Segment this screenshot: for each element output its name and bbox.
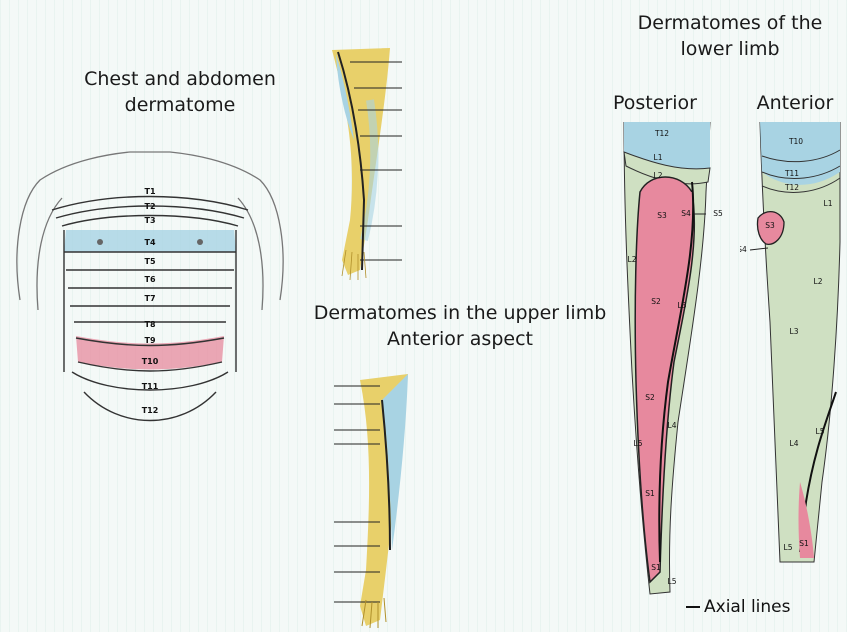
region-label: S4 (681, 209, 691, 218)
region-label: L2 (654, 171, 663, 180)
region-label: L5 (668, 577, 677, 586)
region-label: L2 (628, 255, 637, 264)
region-label: T12 (784, 183, 799, 192)
band-label: T6 (144, 275, 155, 284)
axial-lines-label: Axial lines (704, 597, 791, 617)
region-label: T10 (788, 137, 803, 146)
band-label: T9 (144, 336, 155, 345)
region-label: T11 (784, 169, 799, 178)
lower-limb-title: Dermatomes of the lower limb (615, 10, 845, 62)
band-label: T4 (144, 238, 155, 247)
region-label: L5 (634, 439, 643, 448)
region-label: S5 (713, 209, 723, 218)
region-label: L3 (678, 301, 687, 310)
axial-lines-legend: Axial lines (686, 594, 836, 620)
upper-limb-title-line2: Anterior aspect (290, 326, 630, 352)
upper-limb-title-line1: Dermatomes in the upper limb (290, 300, 630, 326)
band-label: T10 (142, 357, 159, 366)
lower-limb-posterior-diagram: T12 L1 L2 S3 S4 S5 L2 S2 L3 S2 L4 L5 S1 … (610, 122, 730, 600)
lower-limb-anterior-diagram: T10 T11 T12 L1 S3 S4 L2 L3 L4 L5 L5 S1 (740, 122, 845, 570)
upper-limb-top-diagram (320, 40, 420, 285)
region-label: L2 (814, 277, 823, 286)
region-label: S1 (645, 489, 655, 498)
chest-title-line1: Chest and abdomen (60, 66, 300, 92)
band-label: T11 (142, 382, 159, 391)
region-label: L5 (784, 543, 793, 552)
upper-limb-bottom-diagram (320, 370, 420, 632)
axial-line-swatch (686, 606, 700, 608)
band-label: T5 (144, 257, 155, 266)
region-label: T12 (654, 129, 669, 138)
band-label: T12 (142, 406, 159, 415)
region-label: S3 (657, 211, 667, 220)
chest-title: Chest and abdomen dermatome (60, 66, 300, 118)
band-label: T2 (144, 202, 155, 211)
region-label: L4 (790, 439, 799, 448)
region-label: L1 (824, 199, 833, 208)
band-label: T8 (144, 320, 155, 329)
lower-limb-title-line1: Dermatomes of the (615, 10, 845, 36)
region-label: S1 (651, 563, 661, 572)
band-label: T3 (144, 216, 155, 225)
region-label: S4 (740, 245, 747, 254)
region-label: S2 (651, 297, 661, 306)
region-label: L4 (668, 421, 677, 430)
region-label: L3 (790, 327, 799, 336)
region-label: S2 (645, 393, 655, 402)
band-label: T1 (144, 187, 155, 196)
region-label: L1 (654, 153, 663, 162)
region-label: L5 (816, 427, 825, 436)
upper-limb-title: Dermatomes in the upper limb Anterior as… (290, 300, 630, 352)
region-label: S3 (765, 221, 775, 230)
region-label: S1 (799, 539, 809, 548)
band-label: T7 (144, 294, 155, 303)
lower-limb-title-line2: lower limb (615, 36, 845, 62)
chest-title-line2: dermatome (60, 92, 300, 118)
anterior-label: Anterior (745, 90, 845, 116)
posterior-label: Posterior (600, 90, 710, 116)
chest-diagram: T1 T2 T3 T4 T5 T6 T7 T8 T9 T10 T11 T12 (0, 140, 300, 440)
